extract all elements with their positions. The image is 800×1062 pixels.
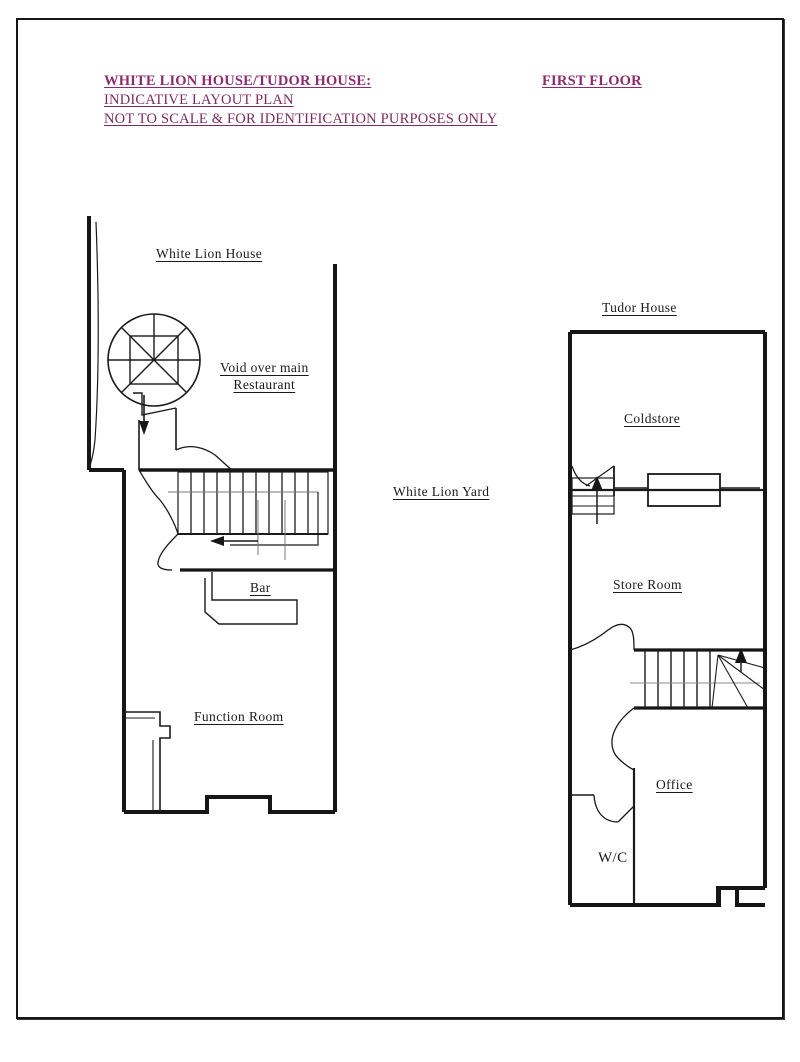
th-curved-partition-stair-head bbox=[569, 623, 635, 651]
spiral-tread-5 bbox=[153, 326, 188, 361]
stair-landing-rail bbox=[230, 492, 319, 546]
label-void-line-2: Restaurant bbox=[233, 377, 296, 392]
document-border bbox=[16, 18, 784, 1019]
coldstore-door-swing bbox=[571, 465, 591, 487]
label-wc: W/C bbox=[598, 850, 628, 866]
header-left-block: WHITE LION HOUSE/TUDOR HOUSE: INDICATIVE… bbox=[104, 72, 497, 129]
coldstore-up-arrow-head bbox=[591, 476, 603, 491]
spiral-tread-6 bbox=[120, 359, 155, 394]
white-lion-house-building bbox=[87, 216, 337, 814]
wlh-curved-partition-c bbox=[157, 533, 179, 571]
spiral-tread-4 bbox=[120, 326, 155, 361]
label-coldstore: Coldstore bbox=[624, 411, 681, 426]
wlh-curved-partition-upper bbox=[175, 446, 233, 471]
wlh-curved-partition-b bbox=[159, 499, 179, 535]
th-straight-staircase bbox=[630, 648, 766, 710]
plan-title: WHITE LION HOUSE/TUDOR HOUSE: bbox=[104, 73, 372, 89]
th-duct-rectangle bbox=[614, 473, 760, 507]
label-office: Office bbox=[656, 777, 693, 792]
th-coldstore-stair bbox=[571, 465, 615, 524]
th-wc-door-swing bbox=[593, 794, 619, 823]
th-winder-4 bbox=[711, 654, 719, 709]
bar-counter-outline bbox=[204, 572, 298, 625]
plan-subtitle-line-2: NOT TO SCALE & FOR IDENTIFICATION PURPOS… bbox=[104, 111, 498, 127]
label-white-lion-house: White Lion House bbox=[156, 246, 263, 261]
plan-subtitle-line-1: INDICATIVE LAYOUT PLAN bbox=[104, 92, 294, 108]
wlh-function-room-recess bbox=[124, 711, 171, 812]
header-right-block: FIRST FLOOR bbox=[542, 72, 642, 91]
label-bar: Bar bbox=[250, 580, 271, 595]
th-winder-2 bbox=[717, 654, 766, 691]
spiral-stair-well bbox=[129, 335, 179, 385]
wlh-bottom-wall bbox=[124, 795, 335, 814]
th-bottom-wall-step bbox=[570, 886, 765, 907]
function-room-recess-outline bbox=[124, 711, 171, 812]
label-function-room: Function Room bbox=[194, 709, 284, 724]
th-curved-partition-office-top bbox=[617, 757, 635, 771]
wlh-bar-counter bbox=[204, 572, 298, 625]
label-tudor-house: Tudor House bbox=[602, 300, 677, 315]
wlh-left-arrow bbox=[210, 536, 258, 546]
wlh-down-arrow bbox=[139, 395, 149, 435]
coldstore-stair-diagonal bbox=[585, 465, 615, 487]
label-void-line-1: Void over main bbox=[220, 360, 309, 375]
th-up-arrow-head bbox=[735, 648, 747, 663]
wlh-curved-partition-a bbox=[138, 469, 161, 501]
spiral-tread-7 bbox=[153, 359, 188, 394]
wlh-left-wall-inner-curve bbox=[87, 221, 99, 471]
th-winder-3 bbox=[717, 654, 749, 709]
wlh-spiral-staircase bbox=[107, 313, 201, 416]
duct-outline bbox=[647, 473, 721, 507]
stair-flight-outline bbox=[177, 471, 329, 535]
floor-designation: FIRST FLOOR bbox=[542, 73, 642, 89]
th-curved-partition-below-stair bbox=[611, 707, 635, 759]
label-white-lion-yard: White Lion Yard bbox=[393, 484, 490, 499]
wlh-straight-staircase bbox=[168, 471, 329, 560]
spiral-stair-exit bbox=[133, 392, 177, 416]
tudor-house-building bbox=[568, 330, 767, 907]
label-void-over-main-restaurant: Void over main Restaurant bbox=[220, 359, 309, 393]
left-arrow-head bbox=[210, 536, 224, 546]
th-wc-door-leaf bbox=[617, 805, 635, 823]
th-bottom-wall bbox=[570, 886, 765, 907]
down-arrow-head bbox=[139, 421, 149, 435]
label-store-room: Store Room bbox=[613, 577, 682, 592]
